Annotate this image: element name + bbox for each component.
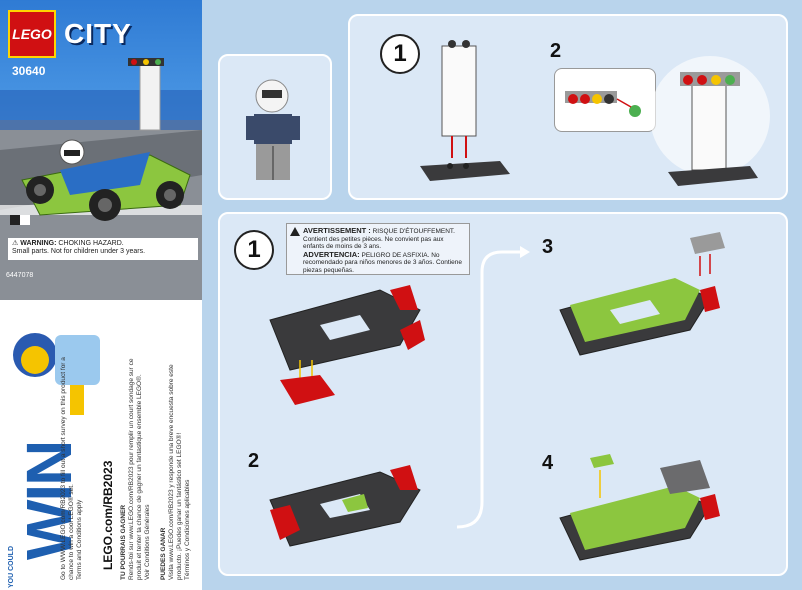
promo-es-title: PUEDES GANAR bbox=[160, 527, 167, 580]
step-2-number: 2 bbox=[550, 40, 562, 62]
warning-fr-title: AVERTISSEMENT : bbox=[303, 226, 371, 235]
set-number: 30640 bbox=[12, 64, 46, 78]
promo-fr-body: Rends-toi sur www.LEGO.com/RB2023 pour r… bbox=[128, 358, 143, 580]
car-step-1-illustration bbox=[269, 285, 425, 405]
city-logo: CITY bbox=[64, 18, 132, 49]
driver-minifig-icon bbox=[246, 79, 300, 180]
promo-url[interactable]: LEGO.com/RB2023 bbox=[101, 460, 115, 570]
step-2-illustration bbox=[650, 56, 770, 186]
step-1-illustration bbox=[420, 40, 510, 181]
warning-icon bbox=[290, 227, 300, 236]
traffic-light-part-icon bbox=[565, 91, 641, 117]
step-3-number: 3 bbox=[542, 236, 554, 258]
promo-panel bbox=[0, 300, 202, 590]
promo-en-body: Go to WWW.LEGO.com/RB2023 to fill out a … bbox=[60, 357, 75, 580]
minifig-illustration bbox=[13, 333, 100, 415]
warning-hazard: CHOKING HAZARD. bbox=[58, 240, 124, 247]
promo-es-terms: Términos y Condiciones aplicables bbox=[184, 479, 191, 580]
step-1-circle: 1 bbox=[234, 230, 274, 270]
promo-es-text: PUEDES GANAR Visita www.LEGO.com/RB2023 … bbox=[160, 340, 192, 580]
warning-es-title: ADVERTENCIA: bbox=[303, 249, 360, 259]
flag-build-panel: 1 2 bbox=[348, 14, 788, 200]
car-build-panel: 1 AVERTISSEMENT : RISQUE D'ÉTOUFFEMENT. … bbox=[218, 212, 788, 576]
warning-title: WARNING: bbox=[20, 240, 57, 247]
warning-fr-text: Contient des petites pièces. Ne convient… bbox=[303, 235, 444, 251]
warning-es-hazard: PELIGRO DE ASFIXIA. bbox=[361, 251, 430, 259]
part-number: 6447078 bbox=[6, 272, 34, 279]
choking-warning: ⚠ WARNING: CHOKING HAZARD. Small parts. … bbox=[8, 238, 198, 260]
promo-es-body: Visita www.LEGO.com/RB2023 y responde un… bbox=[168, 364, 183, 580]
promo-fr-terms: Voir Conditions Générales bbox=[144, 504, 151, 580]
minifig-panel bbox=[218, 54, 332, 200]
warning-icon: ⚠ bbox=[12, 240, 19, 247]
car-step-4-illustration bbox=[559, 454, 720, 561]
step-2-number: 2 bbox=[248, 450, 260, 472]
car-step-2-illustration bbox=[269, 465, 421, 547]
car-step-3-illustration bbox=[559, 232, 725, 356]
step-4-number: 4 bbox=[542, 452, 554, 474]
choking-warning-box: AVERTISSEMENT : RISQUE D'ÉTOUFFEMENT. Co… bbox=[286, 223, 470, 275]
lego-logo: LEGO bbox=[8, 10, 56, 58]
promo-fr-text: TU POURRAIS GAGNER Rends-toi sur www.LEG… bbox=[120, 340, 152, 580]
warning-fr-hazard: RISQUE D'ÉTOUFFEMENT. bbox=[372, 228, 455, 235]
promo-en-text: Go to WWW.LEGO.com/RB2023 to fill out a … bbox=[60, 340, 84, 580]
step-2-callout bbox=[554, 68, 656, 132]
box-cover: LEGO CITY 30640 ⚠ WARNING: CHOKING HAZAR… bbox=[0, 0, 202, 300]
step-flow-arrow bbox=[456, 246, 530, 529]
step-1-circle: 1 bbox=[380, 34, 420, 74]
warning-text: Small parts. Not for children under 3 ye… bbox=[12, 248, 146, 255]
cover-illustration bbox=[0, 58, 202, 225]
you-could-label: YOU COULD bbox=[8, 546, 15, 588]
promo-fr-title: TU POURRAIS GAGNER bbox=[120, 504, 127, 580]
warning-es-text: No recomendado para niños menores de 3 a… bbox=[303, 251, 462, 274]
promo-en-terms: Terms and Conditions apply bbox=[76, 499, 83, 580]
